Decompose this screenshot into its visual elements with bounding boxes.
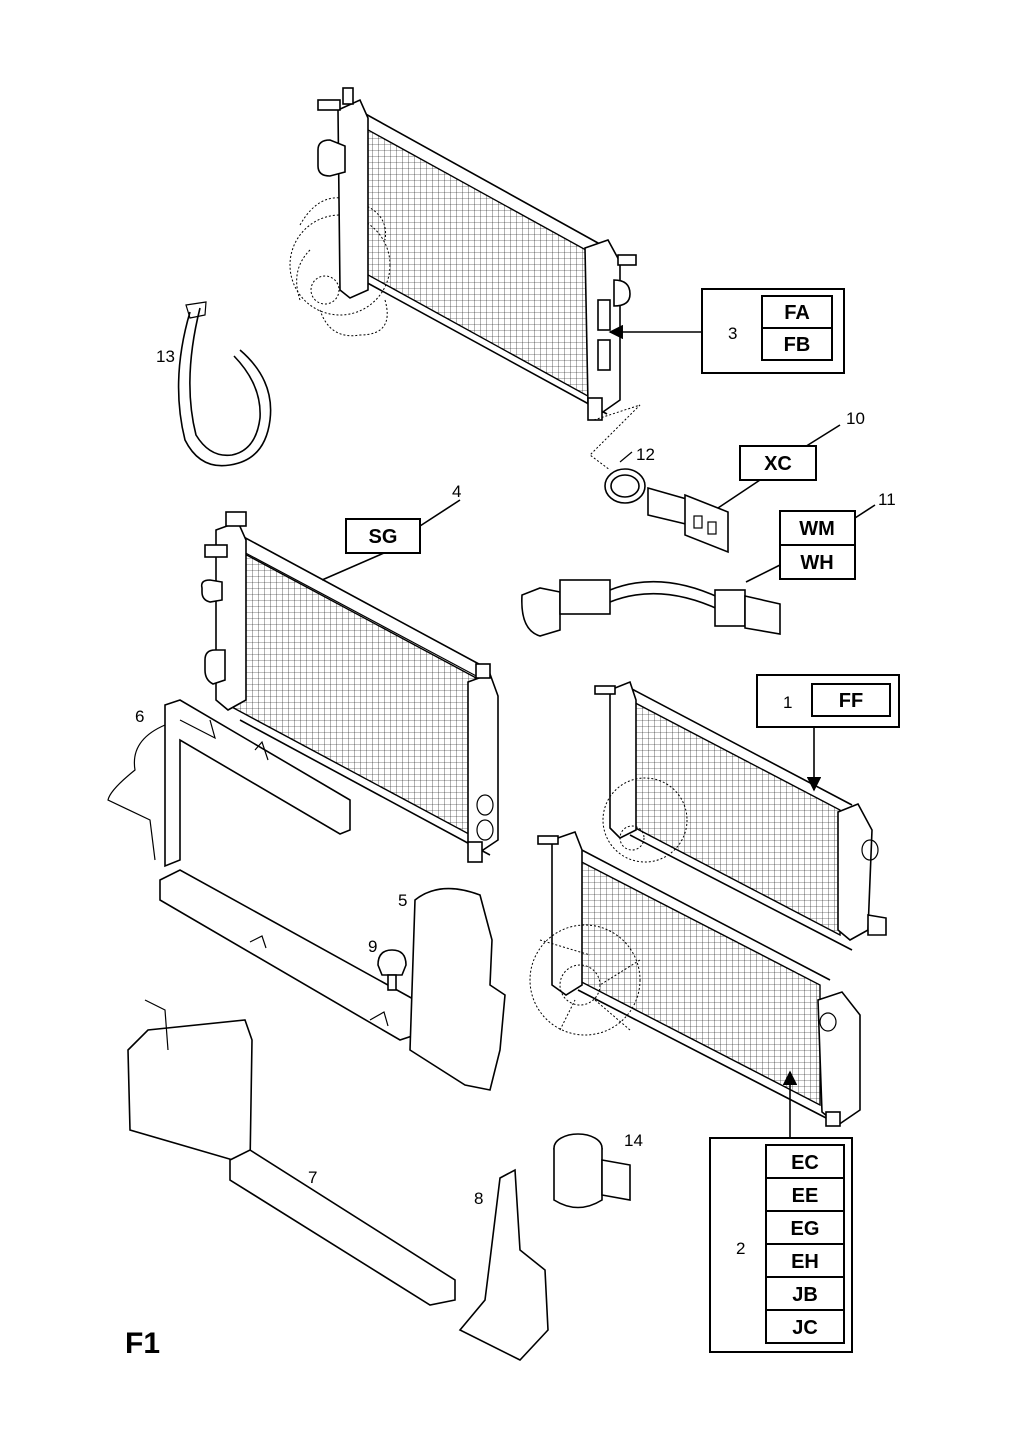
label-13: 13 [156,347,175,366]
temp-sensor-10 [647,486,729,554]
frame-6 [107,699,351,868]
callout-1: 1 FF [756,674,900,728]
label-9: 9 [368,937,377,956]
radiator-3 [289,87,641,471]
callout-4-number: 4 [452,482,461,501]
cross-member-5 [159,869,506,1091]
code-ec: EC [791,1152,819,1174]
code-eh: EH [791,1251,819,1273]
label-5: 5 [398,891,407,910]
radiator-2 [529,830,861,1127]
code-ff: FF [839,690,863,712]
code-jb: JB [792,1284,818,1306]
bracket-8 [458,1168,549,1361]
clip-9 [377,949,407,991]
label-7: 7 [308,1168,317,1187]
callout-3-number: 3 [728,324,737,343]
ghost-fan-right [602,777,688,863]
callout-4: SG 4 [345,482,461,554]
ghost-fan-lower [529,924,641,1036]
code-eg: EG [791,1218,820,1240]
callout-2: 2 EC EE EG EH JB JC [709,1137,853,1353]
code-xc: XC [764,453,792,475]
label-8: 8 [474,1189,483,1208]
code-jc: JC [792,1317,818,1339]
callout-1-number: 1 [783,693,792,712]
cap-14 [553,1133,631,1209]
strap-13 [177,301,272,467]
label-14: 14 [624,1131,643,1150]
label-12: 12 [636,445,655,464]
radiator-1 [594,680,887,951]
code-wm: WM [799,518,835,540]
radiator-4 [200,511,499,863]
callout-11-number: 11 [878,490,896,509]
code-sg: SG [369,526,398,548]
callout-3: 3 FA FB [701,288,845,374]
code-fa: FA [784,302,810,324]
callout-2-number: 2 [736,1239,745,1258]
o-ring-12 [604,468,646,504]
label-6: 6 [135,707,144,726]
leader-lines [321,324,876,1249]
sheet-id: F1 [125,1327,160,1360]
code-wh: WH [800,552,833,574]
code-ee: EE [792,1185,819,1207]
switch-harness-11 [521,579,781,637]
callout-11: WM WH 11 [779,490,896,580]
callout-10-number: 10 [846,409,865,428]
callout-10: XC 10 [739,409,865,481]
deflector-7 [127,999,456,1306]
code-fb: FB [784,334,811,356]
